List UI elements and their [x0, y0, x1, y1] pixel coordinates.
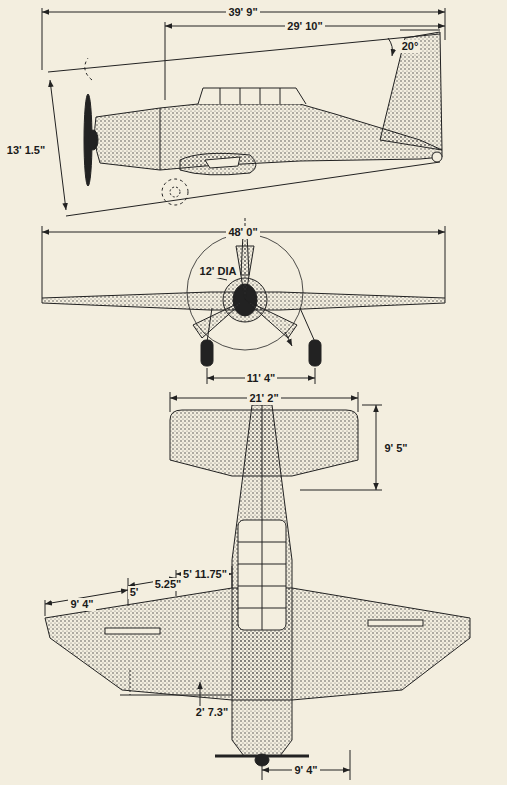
nose-dimension: 9' 4" [292, 764, 319, 777]
angle-label: 20° [400, 40, 421, 53]
length-dimension: 29' 10" [285, 20, 324, 33]
chord-offset: 2' 7.3" [194, 706, 230, 719]
wing-span: 48' 0" [226, 226, 259, 239]
wing-segment: 5.25" [153, 578, 184, 591]
wing-segment: 5' [128, 586, 141, 599]
tail-chord: 9' 5" [382, 442, 409, 455]
track-dimension: 11' 4" [245, 372, 278, 385]
propeller-diameter: 12' DIA [198, 265, 239, 278]
overall-length: 39' 9" [226, 6, 259, 19]
tail-span: 21' 2" [247, 392, 280, 405]
wing-segment: 9' 4" [68, 598, 95, 611]
height-dimension: 13' 1.5" [5, 144, 47, 157]
wing-segment: 5' 11.75" [181, 568, 229, 581]
